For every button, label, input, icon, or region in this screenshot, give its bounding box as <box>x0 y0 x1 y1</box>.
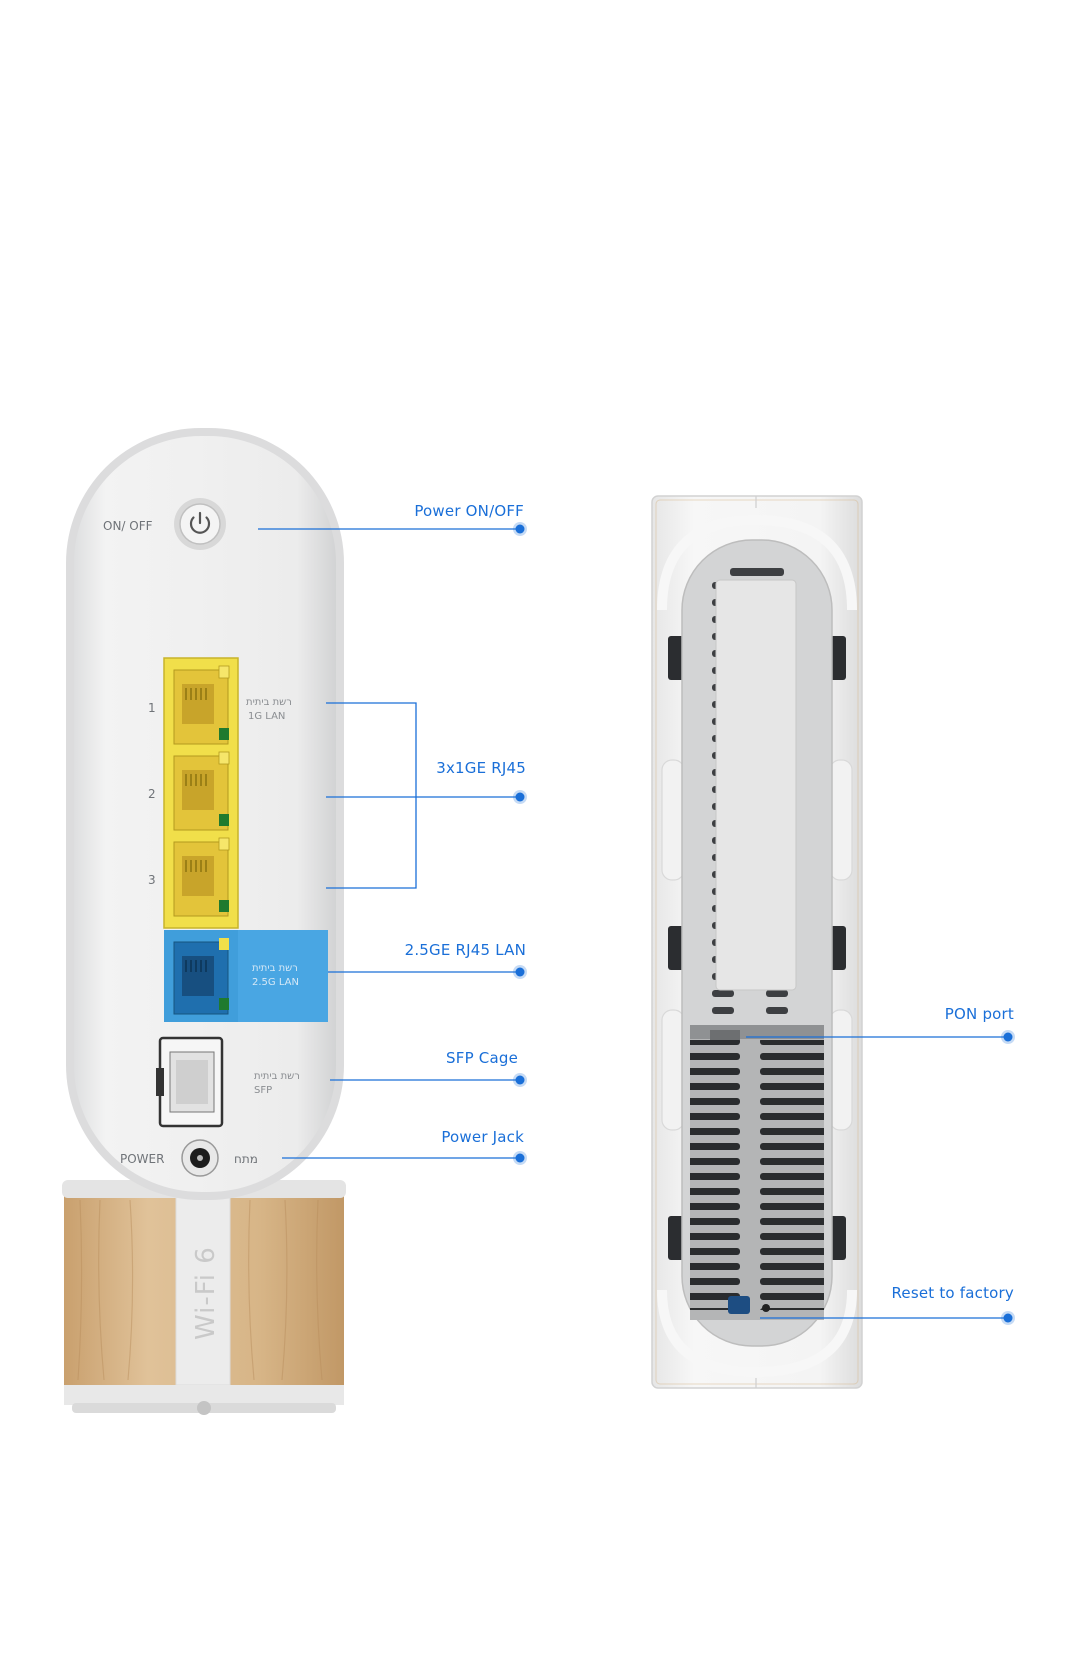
lan-25g-label: 2.5G LAN <box>252 977 299 988</box>
lan-1g-label: 1G LAN <box>248 711 285 722</box>
right-callout-dots <box>1001 1030 1015 1325</box>
sfp-cage[interactable] <box>156 1036 224 1128</box>
router-back-view: Wi-Fi 6 ON/ OFF <box>62 428 346 1415</box>
power-button[interactable] <box>174 498 226 550</box>
power-jack[interactable] <box>181 1139 219 1177</box>
port-number-3: 3 <box>148 873 156 887</box>
callout-sfp-cage: SFP Cage <box>446 1049 518 1067</box>
power-icon <box>189 511 211 534</box>
sfp-hebrew-label: רשת ביתית <box>254 1071 300 1082</box>
lan-1g-hebrew-label: רשת ביתית <box>246 697 292 708</box>
rj45-port-25g[interactable] <box>173 938 229 1015</box>
wooden-base: Wi-Fi 6 <box>62 1180 346 1415</box>
left-callout-dots <box>513 522 527 1165</box>
router-bottom-view <box>651 495 863 1389</box>
power-label: POWER <box>120 1152 164 1166</box>
sfp-label: SFP <box>254 1085 272 1096</box>
rj45-port-1[interactable] <box>173 665 230 745</box>
left-callout-lines <box>258 528 520 1159</box>
reset-button[interactable] <box>728 1296 770 1314</box>
port-number-2: 2 <box>148 787 156 801</box>
callout-power-onoff: Power ON/OFF <box>414 502 524 520</box>
power-hebrew-label: מתח <box>234 1152 258 1166</box>
lan-25g-hebrew-label: רשת ביתית <box>252 963 298 974</box>
port-number-1: 1 <box>148 701 156 715</box>
callout-3x1ge-rj45: 3x1GE RJ45 <box>436 759 526 777</box>
lan-25g-port-block <box>164 930 328 1022</box>
right-callout-lines <box>746 1036 1008 1319</box>
lan-1g-ports <box>163 657 239 929</box>
callout-power-jack: Power Jack <box>441 1128 524 1146</box>
callout-reset-to-factory: Reset to factory <box>891 1284 1014 1302</box>
wifi-label: Wi-Fi 6 <box>191 1246 221 1340</box>
base-screw <box>197 1401 211 1415</box>
callout-25ge-rj45-lan: 2.5GE RJ45 LAN <box>405 941 526 959</box>
rj45-port-3[interactable] <box>173 837 230 917</box>
on-off-label: ON/ OFF <box>103 519 153 533</box>
callout-pon-port: PON port <box>945 1005 1014 1023</box>
rj45-port-2[interactable] <box>173 751 230 831</box>
